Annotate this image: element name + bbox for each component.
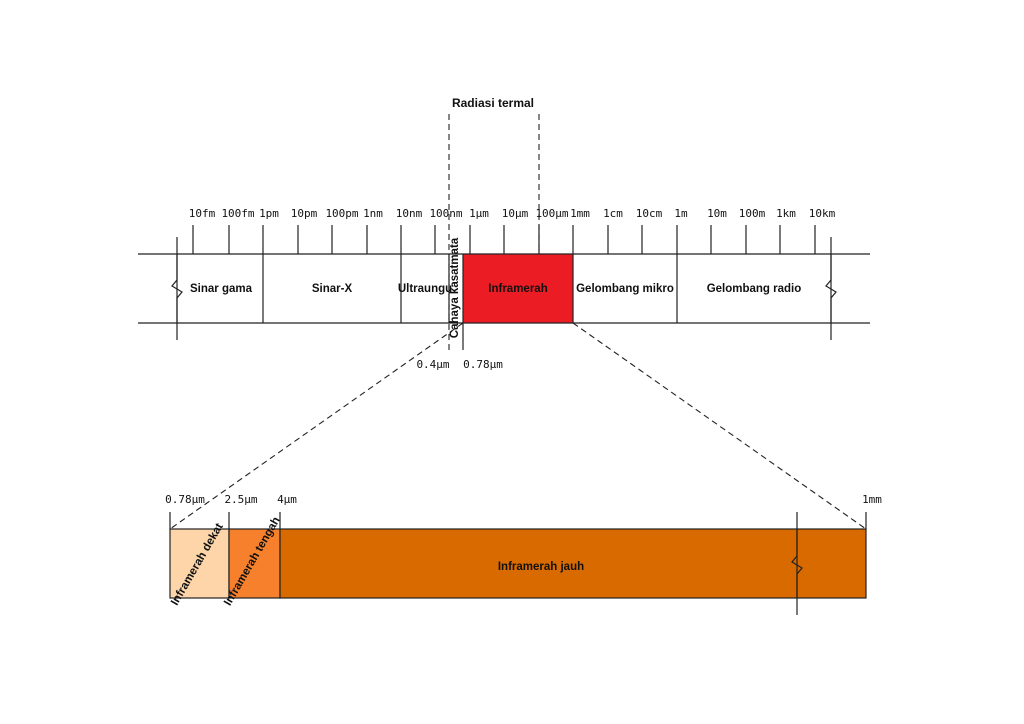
tick-label: 100pm (325, 207, 358, 220)
tick-label-2-5um: 2.5μm (224, 493, 257, 506)
infrared-detail-bar: 0.78μm 2.5μm 4μm 1mm Inframerah dekat In… (165, 493, 882, 615)
tick-label: 1m (674, 207, 688, 220)
tick-label: 100μm (535, 207, 568, 220)
thermal-radiation-title: Radiasi termal (452, 96, 534, 110)
bottom-break-symbol (791, 529, 803, 598)
visible-upper-bound-label: 0.78μm (463, 358, 503, 371)
tick-label: 10m (707, 207, 727, 220)
tick-label: 1km (776, 207, 796, 220)
zoom-right-connector (572, 322, 867, 530)
tick-label: 10pm (291, 207, 318, 220)
band-label-gelombang-radio: Gelombang radio (707, 283, 802, 295)
tick-label: 1mm (570, 207, 590, 220)
band-label-ultraungu: Ultraungu (398, 283, 452, 295)
band-label-sinar-gama: Sinar gama (190, 283, 253, 295)
tick-label-1mm: 1mm (862, 493, 882, 506)
tick-label: 1μm (469, 207, 489, 220)
band-inframerah-dekat (169, 528, 230, 599)
tick-label-4um: 4μm (277, 493, 297, 506)
right-break-symbol (825, 254, 837, 323)
zoom-left-connector (169, 322, 464, 530)
tick-label: 10μm (502, 207, 529, 220)
band-label-inframerah-jauh: Inframerah jauh (498, 561, 584, 573)
tick-label: 1nm (363, 207, 383, 220)
band-inframerah-fill (463, 254, 573, 323)
tick-label: 10km (809, 207, 836, 220)
left-break-symbol (171, 254, 183, 323)
tick-label: 10nm (396, 207, 423, 220)
band-label-gelombang-mikro: Gelombang mikro (576, 283, 674, 295)
band-label-cahaya-kasatmata: Cahaya kasatmata (449, 237, 461, 338)
top-scale: 10fm 100fm 1pm 10pm 100pm 1nm 10nm 100nm… (176, 207, 836, 340)
band-inframerah-jauh (279, 528, 867, 599)
tick-label: 100fm (221, 207, 254, 220)
tick-label: 10cm (636, 207, 663, 220)
spectrum-band-strip: Sinar gama Sinar-X Ultraungu Cahaya kasa… (138, 237, 870, 371)
tick-label-0-78um: 0.78μm (165, 493, 205, 506)
tick-label: 100m (739, 207, 766, 220)
tick-label: 100nm (429, 207, 462, 220)
visible-lower-bound-label: 0.4μm (416, 358, 449, 371)
band-label-sinar-x: Sinar-X (312, 283, 353, 295)
tick-label: 10fm (189, 207, 216, 220)
band-inframerah-tengah (228, 528, 281, 599)
tick-label: 1cm (603, 207, 623, 220)
band-label-inframerah: Inframerah (488, 283, 547, 295)
tick-label: 1pm (259, 207, 279, 220)
